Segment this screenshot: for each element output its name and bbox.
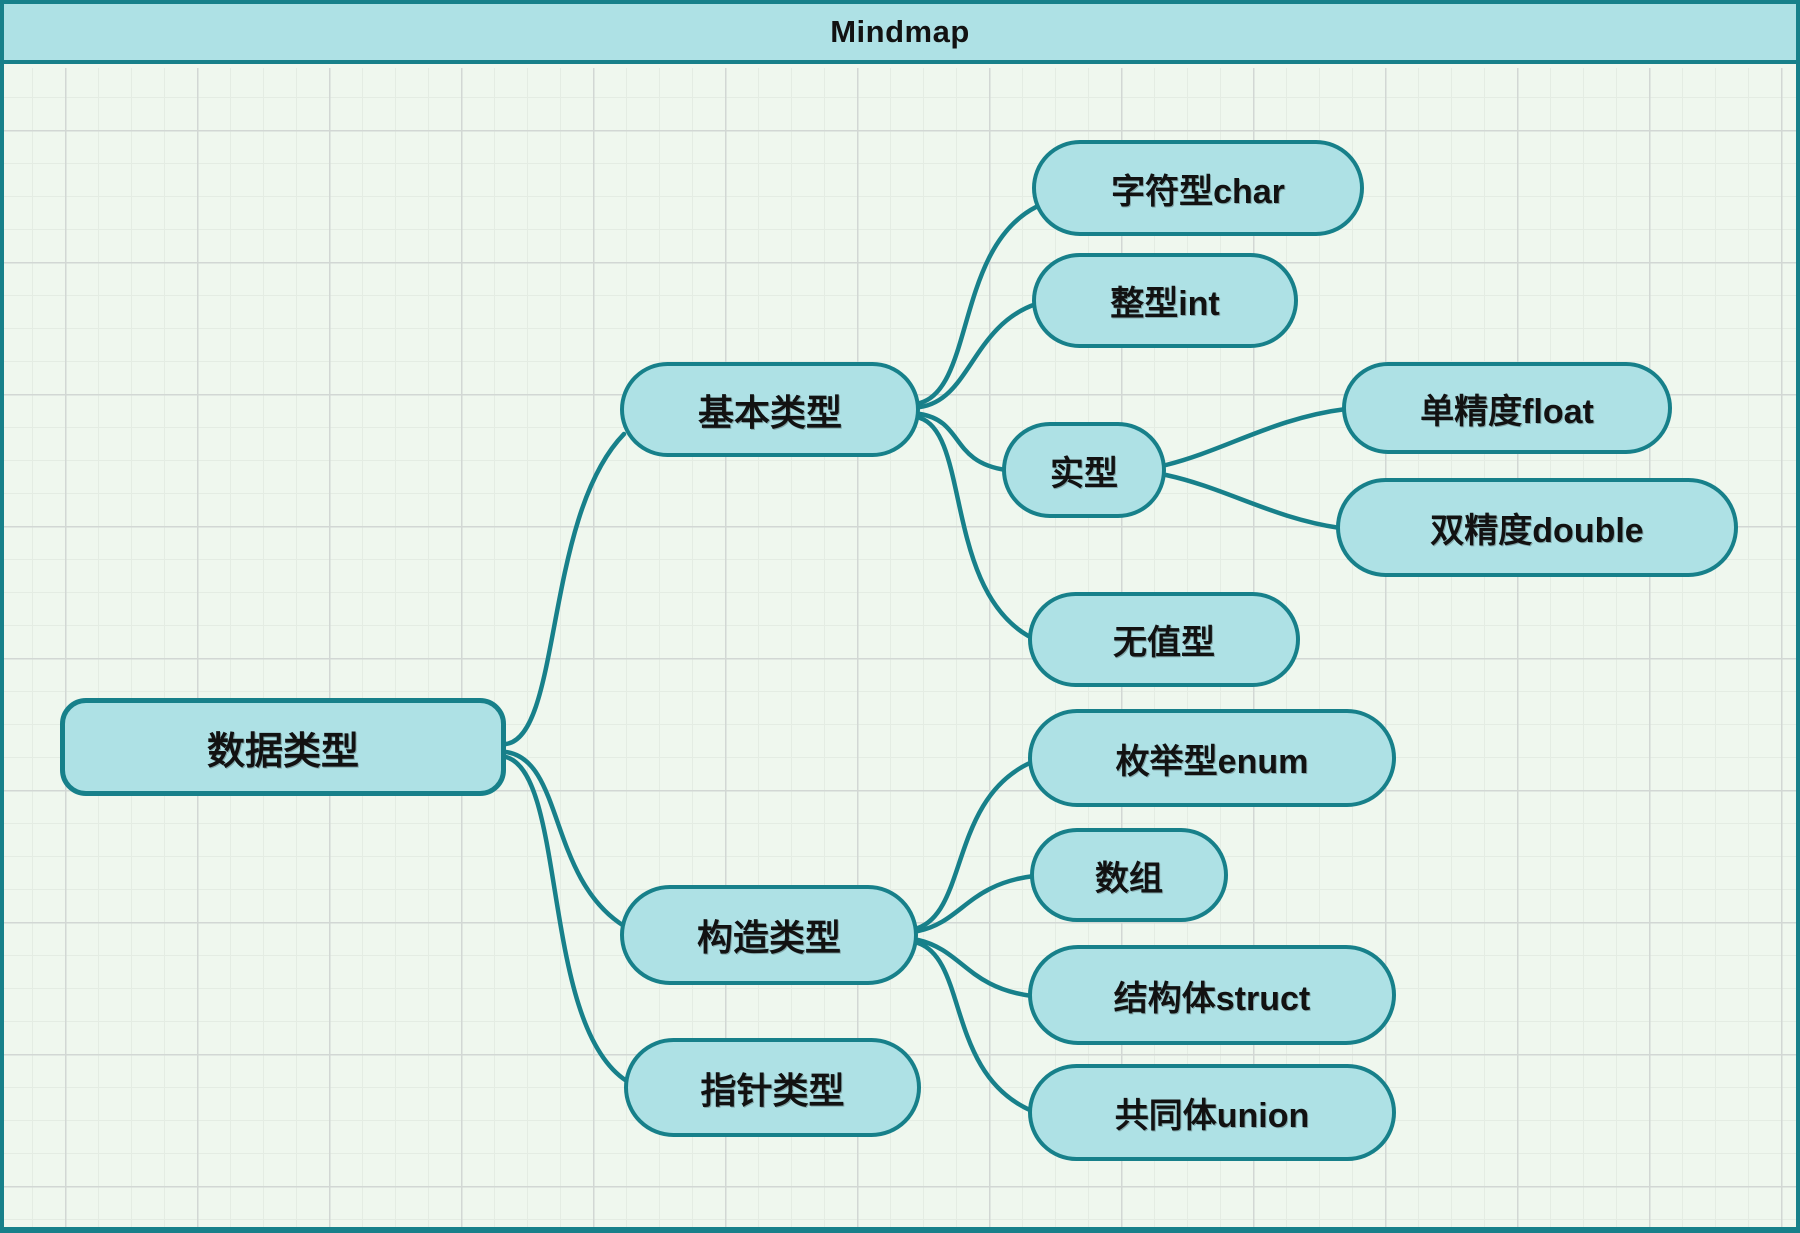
node-label: 数组 [1095, 859, 1163, 898]
node-double-type: 双精度double [1336, 478, 1738, 577]
node-enum-type: 枚举型enum [1028, 709, 1396, 807]
node-basic-types: 基本类型 [620, 362, 920, 457]
frame-border-right [1796, 0, 1800, 1233]
edge-basic-int [917, 301, 1039, 410]
edge-basic-char [917, 204, 1039, 406]
node-label: 结构体struct [1113, 979, 1311, 1018]
frame-border-top [0, 0, 1800, 4]
node-union-type: 共同体union [1028, 1064, 1396, 1161]
node-label: 数据类型 [206, 730, 359, 773]
node-label: 基本类型 [697, 391, 842, 433]
node-constructed-types: 构造类型 [620, 885, 918, 985]
edge-real-double [1163, 472, 1343, 531]
page-title: Mindmap [830, 14, 970, 49]
edge-root-construct [503, 749, 627, 929]
node-label: 字符型char [1111, 172, 1285, 211]
edge-construct-array [915, 873, 1037, 934]
node-real-type: 实型 [1002, 422, 1166, 518]
title-bar: Mindmap [4, 4, 1796, 64]
edge-construct-enum [915, 759, 1035, 931]
node-label: 构造类型 [696, 917, 841, 958]
edge-root-pointer [503, 754, 633, 1086]
node-struct-type: 结构体struct [1028, 945, 1396, 1045]
node-label: 共同体union [1114, 1097, 1310, 1135]
node-float-type: 单精度float [1342, 362, 1672, 454]
frame-border-bottom [0, 1227, 1800, 1233]
edge-basic-real [917, 411, 1009, 473]
node-void-type: 无值型 [1028, 592, 1300, 687]
edge-construct-struct [915, 937, 1035, 999]
edge-construct-union [915, 940, 1035, 1114]
node-label: 整型int [1110, 285, 1220, 323]
edge-real-float [1163, 406, 1349, 468]
edge-basic-void [917, 415, 1035, 641]
node-array-type: 数组 [1030, 828, 1228, 922]
node-label: 实型 [1050, 454, 1118, 493]
node-int-type: 整型int [1032, 253, 1298, 348]
node-label: 无值型 [1113, 624, 1215, 662]
edge-root-basic [503, 431, 627, 747]
node-data-types: 数据类型 [60, 698, 506, 796]
node-label: 枚举型enum [1115, 742, 1309, 781]
node-label: 双精度double [1430, 512, 1644, 550]
node-label: 指针类型 [700, 1069, 845, 1111]
frame-border-left [0, 0, 4, 1233]
node-pointer-type: 指针类型 [624, 1038, 921, 1137]
node-label: 单精度float [1420, 392, 1594, 431]
mindmap-canvas [4, 68, 1796, 1227]
node-char-type: 字符型char [1032, 140, 1364, 236]
